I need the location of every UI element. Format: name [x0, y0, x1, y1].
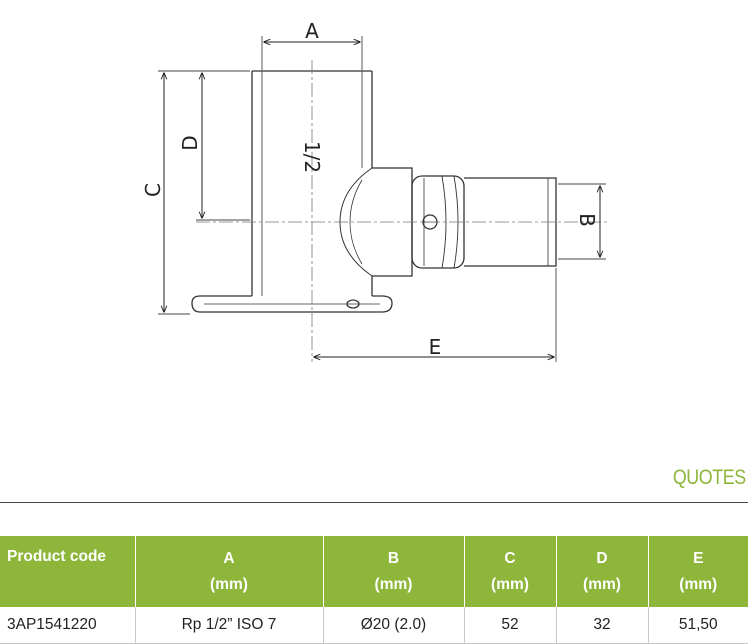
- header-unit: (mm): [136, 572, 323, 598]
- dimension-d-label: D: [178, 135, 202, 150]
- header-b: B(mm): [323, 536, 464, 607]
- header-unit: (mm): [649, 572, 748, 598]
- quotes-title: QUOTES: [673, 466, 746, 490]
- dimension-b-label: B: [575, 213, 599, 227]
- header-label: B: [324, 546, 464, 572]
- header-c: C(mm): [464, 536, 556, 607]
- header-unit: (mm): [557, 572, 648, 598]
- dimension-lines: [164, 42, 600, 357]
- thread-size-label: 1/2: [300, 141, 324, 173]
- dimension-c-label: C: [141, 183, 165, 197]
- dimension-a-label: A: [305, 19, 319, 43]
- header-e: E(mm): [648, 536, 748, 607]
- header-label: D: [557, 546, 648, 572]
- extension-lines: [158, 36, 606, 362]
- table-cell: Rp 1/2” ISO 7: [135, 607, 323, 644]
- header-label: E: [649, 546, 748, 572]
- header-d: D(mm): [556, 536, 648, 607]
- table-cell: 32: [556, 607, 648, 644]
- table-cell: 51,50: [648, 607, 748, 644]
- header-label: A: [136, 546, 323, 572]
- table-cell: 52: [464, 607, 556, 644]
- header-label: C: [465, 546, 556, 572]
- fitting-outline: [192, 71, 556, 312]
- fitting-technical-drawing: A C D B E 1/2: [0, 0, 748, 460]
- quotes-divider: [0, 502, 748, 503]
- table-cell: Ø20 (2.0): [323, 607, 464, 644]
- header-unit: (mm): [324, 572, 464, 598]
- header-unit: (mm): [465, 572, 556, 598]
- header-a: A(mm): [135, 536, 323, 607]
- dimension-e-label: E: [429, 335, 442, 359]
- header-product-code: Product code: [0, 536, 135, 607]
- table-cell: 3AP1541220: [0, 607, 135, 644]
- header-label: Product code: [7, 544, 135, 570]
